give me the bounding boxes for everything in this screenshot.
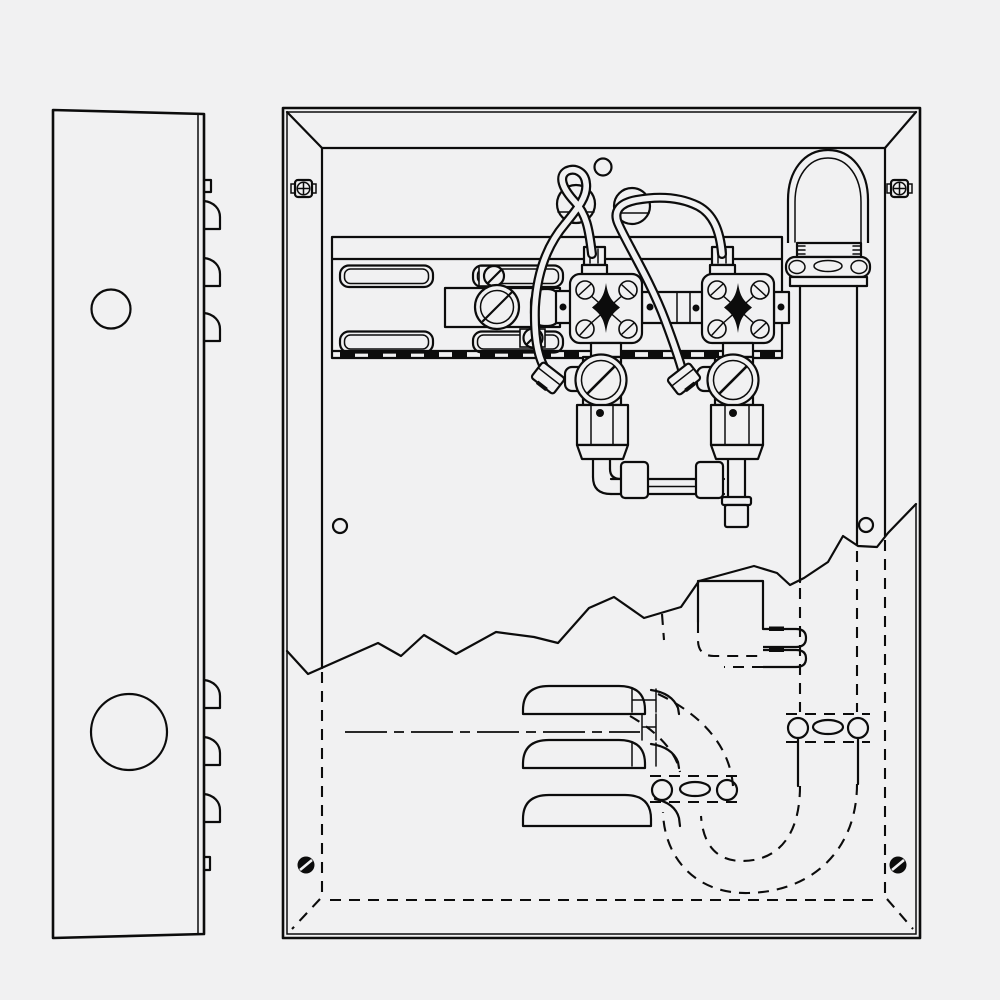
junction-box (696, 579, 765, 669)
rail-slot (471, 330, 565, 354)
pipe-flange-right (786, 712, 870, 788)
solenoid-valve-right (695, 245, 791, 461)
hidden-plumbing (629, 551, 870, 895)
grommet (555, 183, 597, 225)
tube-end-fitting-right (666, 362, 702, 396)
vent-thread-collar (795, 241, 863, 259)
pipe-coupling (694, 460, 725, 500)
vent-pipe (784, 148, 872, 584)
side-panel-hole-large (89, 692, 169, 772)
side-panel-bump (202, 311, 222, 343)
louver (521, 684, 681, 716)
side-panel-bump (202, 735, 222, 767)
grommet (612, 186, 652, 226)
panel-hole (331, 517, 349, 535)
side-panel-bump (202, 256, 222, 288)
tube-right (611, 192, 727, 378)
side-panel-bump (202, 792, 222, 824)
trap-bend-inner (699, 785, 802, 863)
side-panel-view (51, 108, 222, 940)
mounting-rail (330, 235, 784, 360)
trap-bend-outer (661, 783, 859, 895)
pipe-coupling (619, 460, 650, 500)
louver-vents (521, 684, 682, 828)
side-panel-tab (202, 178, 213, 194)
enclosure-frame (281, 106, 922, 940)
side-panel-bump (202, 199, 222, 231)
louver (521, 738, 681, 770)
side-panel-tab (202, 855, 212, 872)
solenoid-valve-left (554, 245, 706, 461)
corner-screw-top-left (290, 178, 317, 199)
pipe-end-block (723, 503, 750, 529)
louver (521, 793, 682, 828)
side-panel-hole-small (90, 288, 132, 330)
vent-dome (786, 148, 870, 243)
rail-slot (338, 330, 435, 354)
valve-orifice (724, 283, 752, 333)
break-line (285, 502, 918, 676)
side-panel-bump (202, 678, 222, 710)
tube-end-fitting-left (530, 361, 566, 395)
tube-left (529, 164, 597, 378)
corner-screw-top-right (886, 178, 913, 199)
valve-block (709, 403, 765, 447)
valve-orifice (592, 283, 620, 333)
corner-screw-bottom-left (297, 856, 315, 874)
lower-pipe-run (591, 457, 753, 529)
pipe-flange-left (650, 774, 742, 804)
panel-hole (593, 157, 613, 177)
valve-assembly (554, 245, 791, 529)
tubing (529, 164, 727, 396)
rail-slot (338, 264, 435, 289)
corner-screw-bottom-right (889, 856, 907, 874)
panel-hole (857, 516, 875, 534)
